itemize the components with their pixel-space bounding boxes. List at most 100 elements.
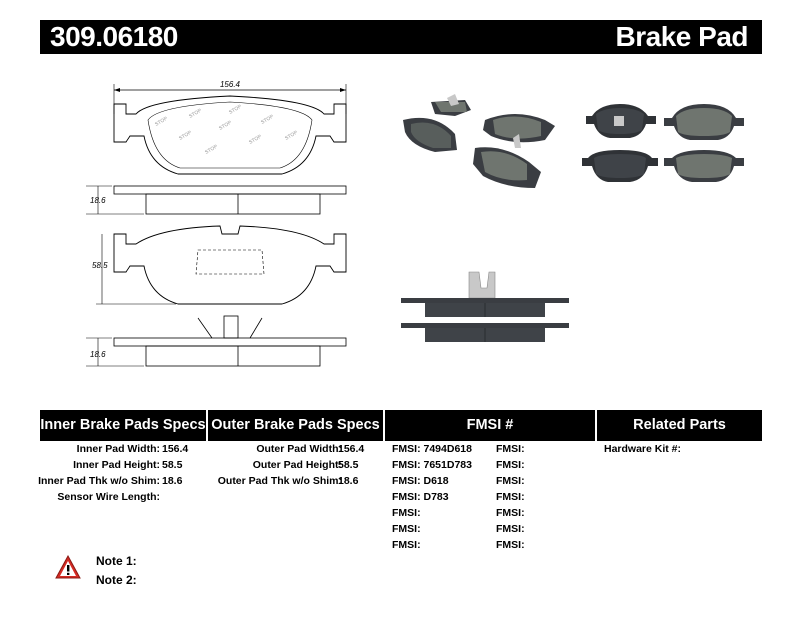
outer-spec-label: Outer Pad Thk w/o Shim: [217,475,342,487]
fmsi-row: FMSI: [496,489,592,505]
fmsi-label: FMSI: [496,507,525,519]
fmsi-row: FMSI: [392,505,492,521]
fmsi-label: FMSI: [392,491,421,503]
inner-spec-row: Inner Pad Thk w/o Shim: 18.6 [38,473,200,489]
fmsi-label: FMSI: [392,443,421,455]
inner-spec-row: Inner Pad Width: 156.4 [40,441,200,457]
inner-specs-header: Inner Brake Pads Specs [40,410,206,441]
fmsi-label: FMSI: [496,443,525,455]
outer-spec-row: Outer Pad Width: 156.4 [208,441,378,457]
svg-text:STOP: STOP [228,103,243,115]
fmsi-label: FMSI: [496,539,525,551]
fmsi-list-right: FMSI: FMSI: FMSI: FMSI: FMSI: FMSI: FMSI… [496,441,592,553]
pad-angled-2 [483,114,555,143]
thickness-top-label: 18.6 [90,196,106,205]
pad-angled-1 [431,94,471,116]
fmsi-row: FMSI: [496,521,592,537]
inner-spec-label: Inner Pad Thk w/o Shim: [38,475,160,487]
fmsi-header: FMSI # [385,410,595,441]
note-1-label: Note 1: [96,554,137,568]
outer-spec-value: 156.4 [338,443,365,455]
outer-spec-row: Outer Pad Thk w/o Shim: 18.6 [208,473,378,489]
svg-text:STOP: STOP [218,119,233,131]
outer-spec-label: Outer Pad Height: [252,459,342,471]
inner-spec-label: Inner Pad Height: [73,459,160,471]
fmsi-value: 7494D618 [423,443,472,455]
flat-pad-3 [582,150,658,182]
width-label: 156.4 [220,80,241,89]
svg-text:STOP: STOP [178,129,193,141]
fmsi-row: FMSI: D783 [392,489,492,505]
width-dimension: 156.4 [113,80,347,114]
product-type: Brake Pad [615,21,749,52]
technical-drawing: 156.4 STOP STOP STOP STOP STOP STOP STOP… [86,80,347,367]
flat-pad-2 [664,104,744,140]
outer-specs-list: Outer Pad Width: 156.4 Outer Pad Height:… [208,441,378,489]
fmsi-value: D783 [423,491,449,503]
svg-text:STOP: STOP [248,133,263,145]
fmsi-label: FMSI: [496,523,525,535]
svg-text:STOP: STOP [284,129,299,141]
inner-pad-outline [113,95,347,175]
pad-angled-3 [403,117,457,152]
inner-spec-row: Sensor Wire Length: [40,489,200,505]
svg-text:STOP: STOP [204,143,219,155]
inner-spec-value: 58.5 [162,459,183,471]
inner-spec-value: 156.4 [162,443,189,455]
fmsi-label: FMSI: [392,459,421,471]
svg-text:STOP: STOP [154,115,169,127]
svg-text:STOP: STOP [188,107,203,119]
fmsi-row: FMSI: [496,505,592,521]
outer-spec-row: Outer Pad Height: 58.5 [208,457,378,473]
stamped-logo-pattern: STOP STOP STOP STOP STOP STOP STOP STOP … [154,103,299,155]
side-pad-top [401,271,569,317]
inner-specs-list: Inner Pad Width: 156.4 Inner Pad Height:… [38,441,200,505]
fmsi-label: FMSI: [392,507,421,519]
outer-spec-value: 58.5 [338,459,359,471]
inner-spec-value: 18.6 [162,475,183,487]
title-bar: 309.06180 Brake Pad [40,20,762,54]
related-part-row: Hardware Kit #: [604,441,762,457]
product-photo-side [401,271,569,342]
fmsi-label: FMSI: [392,539,421,551]
height-label: 58.5 [92,261,108,270]
fmsi-row: FMSI: [496,537,592,553]
pad-angled-4 [473,134,541,188]
warning-icon [55,555,81,579]
fmsi-row: FMSI: [392,521,492,537]
related-part-label: Hardware Kit #: [604,443,682,455]
related-parts-header: Related Parts [597,410,762,441]
fmsi-value: D618 [423,475,449,487]
related-parts-list: Hardware Kit #: [604,441,762,457]
fmsi-label: FMSI: [496,459,525,471]
inner-spec-label: Sensor Wire Length: [57,491,160,503]
fmsi-label: FMSI: [496,491,525,503]
outer-specs-header: Outer Brake Pads Specs [208,410,383,441]
inner-spec-label: Inner Pad Width: [76,443,160,455]
svg-text:STOP: STOP [260,113,275,125]
product-photo-flat [582,104,744,182]
outer-spec-label: Outer Pad Width: [256,443,342,455]
inner-spec-row: Inner Pad Height: 58.5 [40,457,200,473]
note-2-label: Note 2: [96,573,137,587]
side-pad-bottom [401,323,569,342]
outer-pad-side-view [86,315,347,367]
thickness-bottom-label: 18.6 [90,350,106,359]
product-photo-angled [403,94,555,188]
part-number: 309.06180 [50,21,178,52]
fmsi-row: FMSI: [496,457,592,473]
fmsi-list-left: FMSI: 7494D618 FMSI: 7651D783 FMSI: D618… [392,441,492,553]
fmsi-row: FMSI: 7494D618 [392,441,492,457]
inner-pad-side-view [86,185,347,215]
fmsi-row: FMSI: 7651D783 [392,457,492,473]
outer-spec-value: 18.6 [338,475,359,487]
outer-pad-outline [113,225,347,305]
fmsi-row: FMSI: [496,441,592,457]
fmsi-label: FMSI: [496,475,525,487]
fmsi-row: FMSI: D618 [392,473,492,489]
fmsi-row: FMSI: [392,537,492,553]
fmsi-label: FMSI: [392,523,421,535]
fmsi-row: FMSI: [496,473,592,489]
fmsi-label: FMSI: [392,475,421,487]
dimension-height: 58.5 [92,234,176,305]
